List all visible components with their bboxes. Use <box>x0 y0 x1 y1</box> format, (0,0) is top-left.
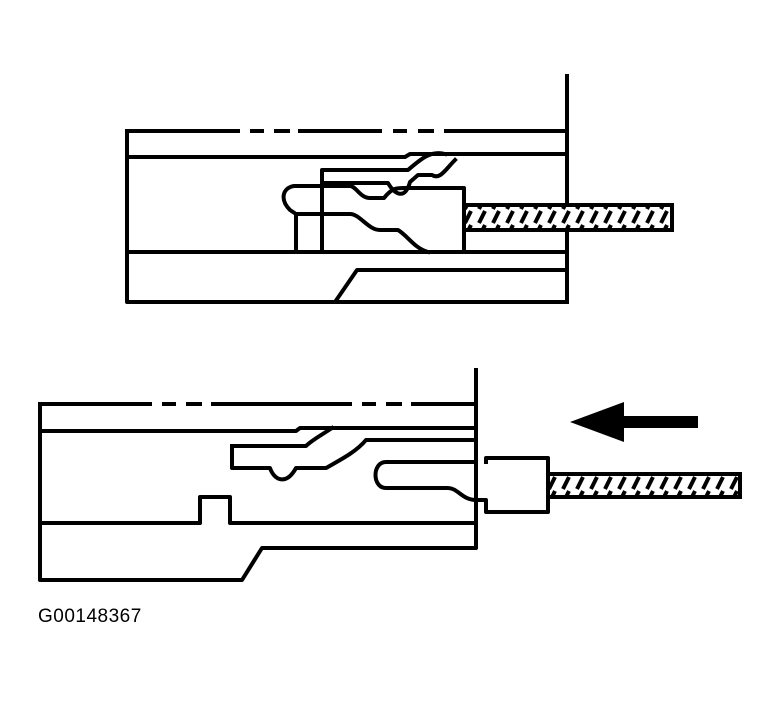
top-wire <box>462 203 674 232</box>
bottom-upper-wall <box>38 426 478 433</box>
bottom-connector-panel <box>38 368 550 582</box>
figure-caption: G00148367 <box>38 606 142 627</box>
bottom-locking-tang <box>230 425 478 482</box>
arrow-left-icon <box>570 402 698 442</box>
top-locking-tang <box>320 151 458 254</box>
top-housing-body <box>125 129 569 304</box>
top-upper-wall <box>125 152 569 159</box>
top-connector-panel <box>125 74 569 304</box>
top-terminal-inner <box>294 212 431 255</box>
bottom-wire <box>546 472 742 499</box>
bottom-lower-wall <box>38 495 478 525</box>
top-terminal <box>281 184 466 254</box>
bottom-housing-outline <box>38 368 478 582</box>
bottom-terminal <box>373 456 550 514</box>
